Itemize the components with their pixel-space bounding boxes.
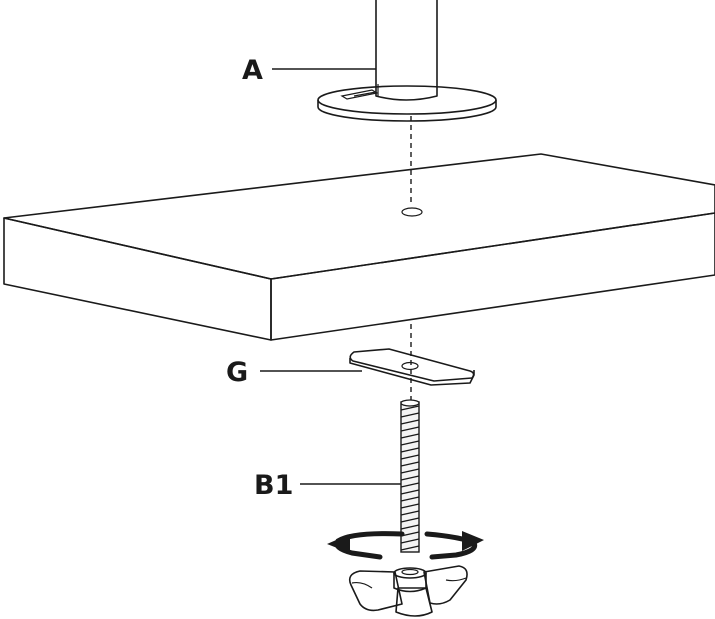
base-plate-slot: [340, 89, 379, 100]
threaded-bolt: [400, 399, 420, 553]
base-plate-side: [317, 100, 497, 122]
desk-hole: [401, 207, 423, 217]
label-g: G: [226, 357, 248, 388]
plate-hole: [401, 361, 419, 371]
wing-knob: [348, 565, 468, 617]
base-plate-top: [317, 85, 497, 115]
knob-wing-right-edge: [445, 577, 467, 582]
rotation-arrow-icon: [327, 531, 484, 560]
desk-side-face: [270, 212, 715, 341]
desk-panel: [3, 153, 715, 341]
bolt-tip: [400, 399, 420, 407]
bolt-threads: [400, 405, 420, 551]
label-b1: B1: [254, 470, 293, 501]
pole-base-assembly: [317, 0, 497, 122]
knob-wing-right: [423, 565, 468, 605]
knob-wing-front: [395, 587, 433, 617]
desk-front-face: [3, 217, 272, 341]
knob-wing-left: [348, 570, 403, 612]
plate-top: [349, 348, 475, 382]
label-a: A: [242, 55, 263, 86]
knob-wing-left-edge: [351, 581, 373, 589]
desk-top-face: [3, 153, 715, 280]
reinforcement-plate: [349, 348, 475, 386]
pole: [375, 0, 438, 101]
knob-hub-top: [393, 567, 427, 579]
knob-hub: [393, 573, 427, 593]
knob-hub-hole: [401, 568, 419, 576]
base-plate-slot-line: [353, 91, 377, 97]
